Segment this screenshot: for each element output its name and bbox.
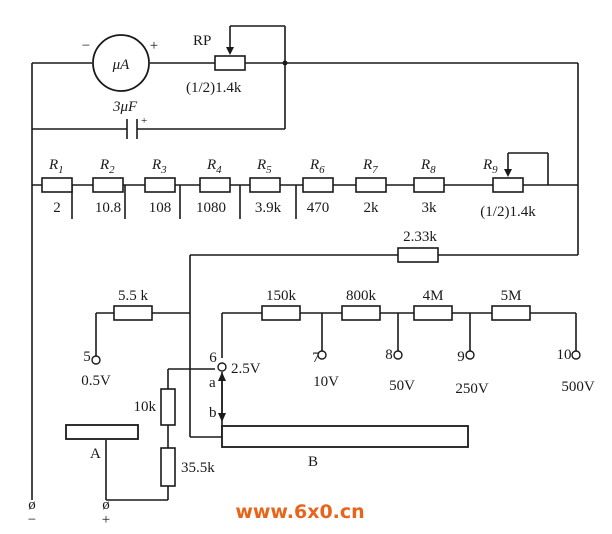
- shunt-resistor-chain: R1 2 R2 10.8 R3 108 R4 1080 R5 3.9k R6 4…: [41, 157, 536, 220]
- rp-wiper-arrow: [226, 47, 234, 55]
- resistor-35-5k: 35.5k: [160, 447, 215, 487]
- rp-resistor: [214, 55, 246, 71]
- resistor-800k-value: 800k: [346, 288, 377, 304]
- resistor-r3-name: R3: [151, 157, 167, 176]
- resistor-r8-value: 3k: [422, 200, 438, 216]
- rp-potentiometer: RP (1/2)1.4k: [186, 33, 246, 96]
- terminal-5: 5 0.5V: [81, 349, 111, 389]
- capacitor: 3μF +: [112, 99, 147, 139]
- resistor-r4: R4 1080: [196, 157, 231, 216]
- resistor-r5: R5 3.9k: [249, 157, 282, 216]
- resistor-r4-name: R4: [206, 157, 222, 176]
- terminal-6: 6 2.5V: [209, 350, 261, 377]
- terminal-7-range: 10V: [313, 374, 339, 390]
- meter-minus-label: −: [82, 38, 90, 54]
- wiper-label-a: a: [209, 375, 216, 391]
- multiplier-resistors: 150k 800k 4M 5M: [261, 288, 531, 321]
- resistor-r9-name: R9: [482, 157, 498, 176]
- rp-value: (1/2)1.4k: [186, 80, 242, 96]
- resistor-10k: 10k: [134, 388, 176, 426]
- terminal-9-range: 250V: [455, 381, 489, 397]
- resistor-r9-value: (1/2)1.4k: [480, 204, 536, 220]
- r9-wiper-arrow: [504, 169, 512, 177]
- resistor-2-33k-value: 2.33k: [403, 229, 437, 245]
- resistor-r9: R9 (1/2)1.4k: [480, 157, 536, 220]
- resistor-800k: 800k: [341, 288, 381, 321]
- resistor-r2-value: 10.8: [95, 200, 121, 216]
- wiper-contact: [218, 372, 226, 422]
- terminal-8-number: 8: [385, 347, 393, 363]
- terminal-5-range: 0.5V: [81, 373, 111, 389]
- plus-terminal-symbol: ø: [102, 497, 110, 513]
- terminal-7: 7 10V: [312, 350, 339, 390]
- resistor-5-5k: 5.5 k: [113, 288, 153, 321]
- junction-dot: [282, 60, 288, 66]
- watermark-text: www.6x0.cn: [235, 501, 364, 523]
- microammeter: μA − +: [82, 34, 158, 92]
- resistor-r5-name: R5: [256, 157, 272, 176]
- meter-circle: [92, 34, 150, 92]
- terminal-9: 9 250V: [455, 349, 489, 397]
- terminal-10-number: 10: [557, 347, 572, 363]
- resistor-5-5k-value: 5.5 k: [118, 288, 149, 304]
- terminal-8-range: 50V: [389, 378, 415, 394]
- resistor-r1-value: 2: [53, 200, 61, 216]
- wiper-label-b: b: [209, 405, 217, 421]
- terminal-7-number: 7: [312, 350, 320, 366]
- terminal-8: 8 50V: [385, 347, 415, 394]
- resistor-r3: R3 108: [144, 157, 176, 216]
- resistor-r1-name: R1: [48, 157, 64, 176]
- meter-plus-label: +: [150, 38, 158, 54]
- resistor-10k-value: 10k: [134, 399, 157, 415]
- resistor-r8: R8 3k: [413, 157, 445, 216]
- resistor-r8-name: R8: [420, 157, 436, 176]
- plus-terminal-sign: +: [102, 512, 110, 528]
- resistor-r2-name: R2: [99, 157, 115, 176]
- block-b-label: B: [308, 454, 318, 470]
- minus-terminal-symbol: ø: [28, 497, 36, 513]
- resistor-r4-value: 1080: [196, 200, 226, 216]
- resistor-35-5k-value: 35.5k: [181, 460, 215, 476]
- minus-terminal-sign: −: [28, 512, 36, 528]
- block-a-label: A: [90, 446, 101, 462]
- resistor-r5-value: 3.9k: [255, 200, 282, 216]
- terminal-10: 10 500V: [557, 347, 595, 395]
- resistor-r6: R6 470: [302, 157, 334, 216]
- terminal-9-number: 9: [457, 349, 465, 365]
- rp-name: RP: [193, 33, 211, 49]
- resistor-150k: 150k: [261, 288, 301, 321]
- resistor-5m-value: 5M: [501, 288, 522, 304]
- capacitor-value: 3μF: [112, 99, 138, 115]
- resistor-r3-value: 108: [149, 200, 172, 216]
- resistor-r6-name: R6: [309, 157, 325, 176]
- resistor-r7-value: 2k: [364, 200, 380, 216]
- resistor-r2: R2 10.8: [92, 157, 124, 216]
- block-b: B: [221, 425, 469, 470]
- resistor-150k-value: 150k: [266, 288, 297, 304]
- terminal-10-range: 500V: [561, 379, 595, 395]
- voltage-terminals: 5 0.5V 6 2.5V 7 10V 8 50V 9 250V 10 500V: [81, 347, 595, 397]
- resistor-4m: 4M: [413, 288, 453, 321]
- resistor-4m-value: 4M: [423, 288, 444, 304]
- terminal-5-number: 5: [83, 349, 91, 365]
- resistor-r6-value: 470: [307, 200, 330, 216]
- resistor-r1: R1 2: [41, 157, 73, 216]
- resistor-2-33k: 2.33k: [397, 229, 439, 263]
- resistor-r7: R7 2k: [355, 157, 387, 216]
- output-terminal-plus: ø +: [102, 497, 110, 528]
- capacitor-plus: +: [141, 115, 147, 127]
- terminal-6-number: 6: [209, 350, 217, 366]
- meter-symbol: μA: [112, 57, 131, 73]
- terminal-6-range: 2.5V: [231, 361, 261, 377]
- output-terminal-minus: ø −: [28, 497, 36, 528]
- resistor-r7-name: R7: [362, 157, 378, 176]
- block-a: A: [65, 424, 139, 462]
- resistor-5m: 5M: [491, 288, 531, 321]
